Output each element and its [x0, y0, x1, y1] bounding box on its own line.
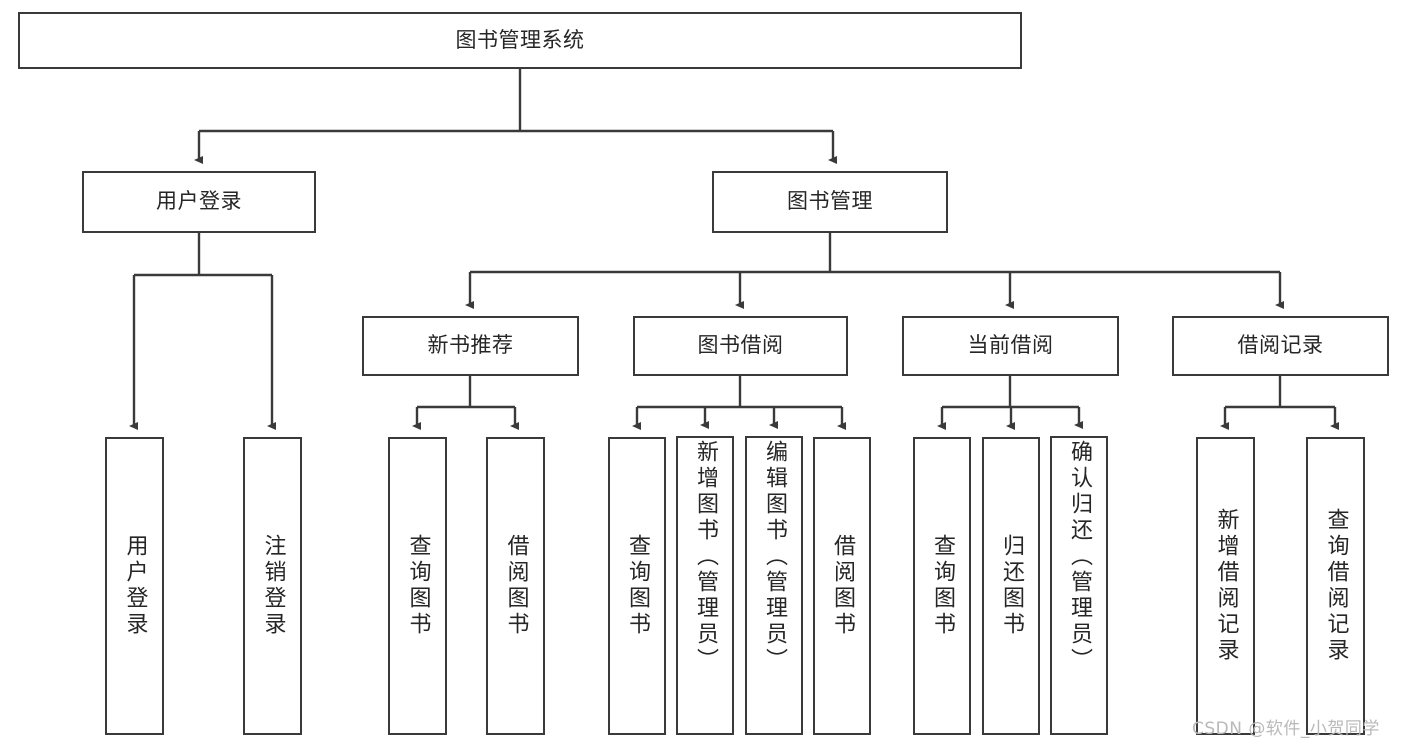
node-leaf-add-record[interactable]: 新增借阅记录	[1196, 437, 1255, 735]
node-user-login[interactable]: 用户登录	[82, 171, 316, 233]
node-user-login-label: 用户登录	[156, 189, 242, 214]
node-leaf-add-book-label: 新增图书（管理员）	[693, 440, 718, 674]
node-leaf-confirm-return[interactable]: 确认归还（管理员）	[1050, 436, 1108, 735]
node-root-label: 图书管理系统	[455, 27, 585, 52]
node-leaf-query-book-cur-label: 查询图书	[930, 534, 955, 638]
node-leaf-query-record-label: 查询借阅记录	[1323, 508, 1349, 664]
node-leaf-borrow-book-rec[interactable]: 借阅图书	[486, 437, 545, 735]
node-leaf-borrow-book-rec-label: 借阅图书	[503, 534, 529, 638]
node-leaf-user-login-label: 用户登录	[122, 534, 148, 638]
node-root[interactable]: 图书管理系统	[18, 12, 1022, 69]
node-leaf-edit-book[interactable]: 编辑图书（管理员）	[745, 436, 803, 735]
node-leaf-edit-book-label: 编辑图书（管理员）	[762, 440, 787, 674]
node-current-borrow-label: 当前借阅	[967, 333, 1054, 358]
node-borrow-record[interactable]: 借阅记录	[1172, 316, 1389, 376]
node-leaf-borrow-book-bor-label: 借阅图书	[830, 534, 855, 638]
node-leaf-logout[interactable]: 注销登录	[243, 437, 302, 735]
node-book-manage[interactable]: 图书管理	[712, 171, 948, 233]
node-leaf-query-book-rec[interactable]: 查询图书	[388, 437, 447, 735]
node-leaf-logout-label: 注销登录	[260, 534, 286, 638]
node-leaf-return-book[interactable]: 归还图书	[982, 437, 1040, 735]
node-leaf-query-book-rec-label: 查询图书	[405, 534, 431, 638]
node-new-book-recommend-label: 新书推荐	[427, 333, 514, 358]
node-leaf-add-record-label: 新增借阅记录	[1213, 508, 1239, 664]
node-current-borrow[interactable]: 当前借阅	[902, 316, 1119, 376]
node-leaf-confirm-return-label: 确认归还（管理员）	[1067, 440, 1092, 674]
node-book-manage-label: 图书管理	[787, 189, 873, 214]
node-leaf-query-book-bor[interactable]: 查询图书	[608, 437, 666, 735]
node-book-borrow[interactable]: 图书借阅	[633, 316, 848, 376]
node-leaf-query-book-cur[interactable]: 查询图书	[913, 437, 971, 735]
node-leaf-user-login[interactable]: 用户登录	[105, 437, 164, 735]
node-leaf-return-book-label: 归还图书	[999, 534, 1024, 638]
node-leaf-query-book-bor-label: 查询图书	[625, 534, 650, 638]
node-leaf-add-book[interactable]: 新增图书（管理员）	[676, 436, 734, 735]
node-borrow-record-label: 借阅记录	[1237, 333, 1324, 358]
node-new-book-recommend[interactable]: 新书推荐	[362, 316, 579, 376]
node-leaf-query-record[interactable]: 查询借阅记录	[1306, 437, 1365, 735]
node-book-borrow-label: 图书借阅	[697, 333, 784, 358]
csdn-watermark: CSDN @软件_小贺同学	[1192, 719, 1380, 739]
node-leaf-borrow-book-bor[interactable]: 借阅图书	[813, 437, 871, 735]
